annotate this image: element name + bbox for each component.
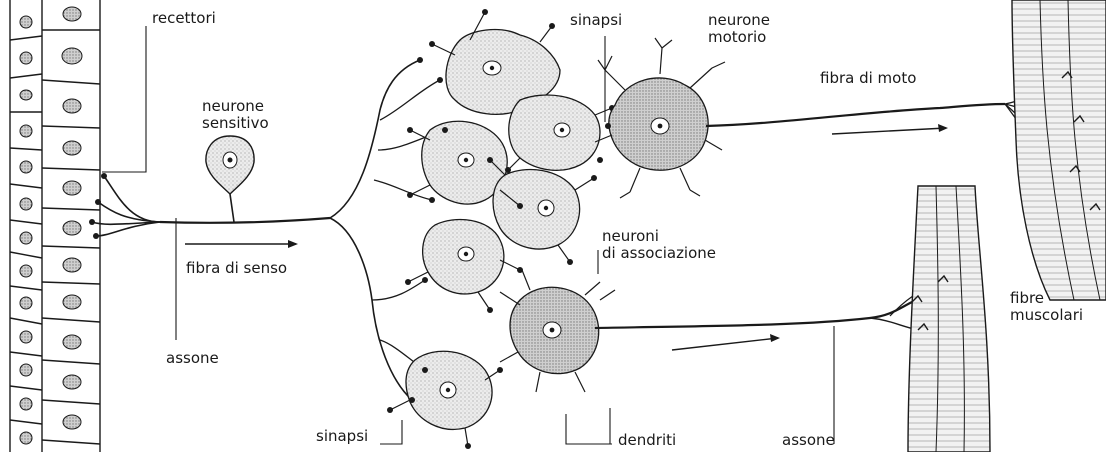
label-recettori: recettori xyxy=(152,10,216,27)
receptor-endings xyxy=(92,176,160,236)
upper-muscle-fibres xyxy=(1012,0,1106,300)
label-neuroni-associazione-line2: di associazione xyxy=(602,245,716,262)
label-fibre-muscolari-line2: muscolari xyxy=(1010,307,1083,324)
label-assone-bottom: assone xyxy=(782,432,835,449)
label-assone-left: assone xyxy=(166,350,219,367)
label-neurone-motorio-line1: neurone xyxy=(708,12,770,29)
label-neuroni-associazione-line1: neuroni xyxy=(602,228,659,245)
label-neurone-sensitivo-line1: neurone xyxy=(202,98,264,115)
label-neurone-sensitivo-line2: sensitivo xyxy=(202,115,269,132)
lower-multipolar-neuron xyxy=(500,270,615,392)
motor-direction-arrow-lower xyxy=(672,338,778,350)
label-neurone-motorio-line2: motorio xyxy=(708,29,766,46)
label-dendriti: dendriti xyxy=(618,432,676,449)
lower-axon xyxy=(595,302,912,328)
epithelium-nuclei xyxy=(20,7,82,444)
motor-neuron xyxy=(595,38,725,198)
sensory-arrow-head xyxy=(288,240,298,248)
label-fibra-di-senso: fibra di senso xyxy=(186,260,287,277)
motor-direction-arrow xyxy=(832,128,946,134)
motor-axon xyxy=(706,104,1005,126)
epithelium-tissue xyxy=(10,0,100,452)
sensory-neuron xyxy=(206,136,254,222)
lower-muscle-fibres xyxy=(908,186,990,452)
label-fibra-di-moto: fibra di moto xyxy=(820,70,916,87)
label-sinapsi-bottom: sinapsi xyxy=(316,428,368,445)
label-fibre-muscolari-line1: fibre xyxy=(1010,290,1044,307)
label-sinapsi-top: sinapsi xyxy=(570,12,622,29)
